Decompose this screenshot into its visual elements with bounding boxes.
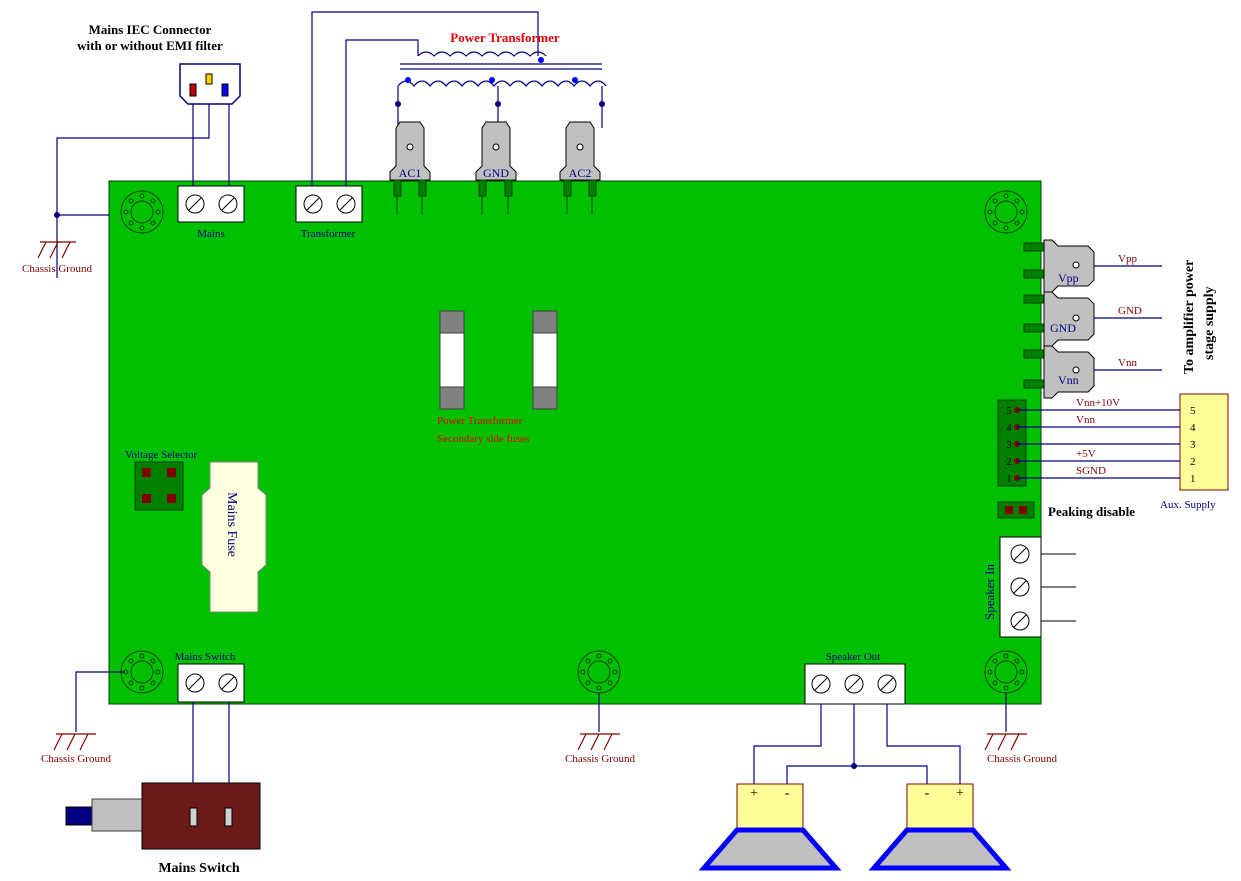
vnn-wire-label: Vnn xyxy=(1118,357,1137,369)
transformer-terminal-label: Transformer xyxy=(301,228,356,240)
chassis-ground-label-tl: Chassis Ground xyxy=(22,263,92,275)
tab-terminal-gnd xyxy=(475,121,517,214)
speaker-left-minus: - xyxy=(785,786,790,801)
speaker-in-wires xyxy=(1041,553,1076,622)
tab-terminal-ac2 xyxy=(559,121,601,214)
phase-dot xyxy=(405,77,411,83)
chassis-ground-icon xyxy=(984,733,1027,751)
mains-fuse-holder xyxy=(201,461,267,613)
aux-pin-label: 2 xyxy=(1006,456,1012,468)
gnd-wire-label: GND xyxy=(1118,305,1142,317)
speaker-out-terminal xyxy=(804,663,906,705)
tab-terminal-vnn xyxy=(1023,345,1095,399)
junction-dot xyxy=(395,101,401,107)
mains-switch-terminal-label: Mains Switch xyxy=(175,651,236,663)
aux-wire-label: Vnn xyxy=(1076,414,1095,426)
speaker-right-plus: + xyxy=(956,786,964,801)
speaker-left-plus: + xyxy=(750,786,758,801)
aux-wire-label: +5V xyxy=(1076,448,1096,460)
secondary-fuse-left xyxy=(439,310,465,410)
phase-dot xyxy=(572,77,578,83)
gnd-tab-label: GND xyxy=(1050,321,1076,335)
mains-switch-terminal xyxy=(177,663,245,703)
iec-wires xyxy=(56,104,230,278)
power-transformer-label: Power Transformer xyxy=(450,30,560,45)
aux-wire-label: Vnn+10V xyxy=(1076,397,1120,409)
transformer-primary-wires xyxy=(311,11,539,186)
vpp-tab-label: Vpp xyxy=(1058,271,1079,285)
vnn-tab-label: Vnn xyxy=(1058,373,1079,387)
chassis-ground-wire xyxy=(75,671,125,732)
mounting-hole-tl xyxy=(120,190,164,234)
chassis-ground-icon xyxy=(37,238,76,259)
chassis-ground-icon xyxy=(53,733,96,751)
iec-title-line1: Mains IEC Connector xyxy=(89,22,212,37)
junction-dot xyxy=(54,212,60,218)
aux-wire-label: SGND xyxy=(1076,465,1106,477)
aux-pin-label: 3 xyxy=(1006,439,1012,451)
gnd-top-label: GND xyxy=(483,166,509,180)
junction-dot xyxy=(851,763,857,769)
aux-conn-pin-label: 4 xyxy=(1190,422,1196,434)
voltage-selector-label: Voltage Selector xyxy=(125,449,198,461)
fuses-label-line1: Power Transformer xyxy=(437,415,523,427)
speaker-in-terminal xyxy=(999,536,1042,638)
peaking-jumper xyxy=(997,501,1035,519)
mains-fuse-label: Mains Fuse xyxy=(224,492,239,557)
aux-conn-pin-label: 1 xyxy=(1190,473,1196,485)
voltage-selector xyxy=(134,461,184,511)
speaker-right xyxy=(868,783,1012,871)
to-amp-label-line1: To amplifier power xyxy=(1182,260,1197,374)
ac2-label: AC2 xyxy=(569,166,592,180)
speaker-in-label: Speaker In xyxy=(982,564,997,620)
aux-supply-label: Aux. Supply xyxy=(1160,499,1216,511)
chassis-ground-label-br: Chassis Ground xyxy=(987,753,1057,765)
peaking-disable-label: Peaking disable xyxy=(1048,504,1135,519)
power-transformer xyxy=(397,51,607,128)
vpp-wire-label: Vpp xyxy=(1118,253,1137,265)
phase-dot xyxy=(538,57,544,63)
to-amp-label-line2: stage supply xyxy=(1202,286,1217,360)
speaker-left xyxy=(698,783,842,871)
speaker-right-minus: - xyxy=(925,786,930,801)
junction-dot xyxy=(495,101,501,107)
phase-dot xyxy=(489,77,495,83)
transformer-terminal xyxy=(295,185,363,223)
chassis-ground-icon xyxy=(577,733,620,751)
aux-header xyxy=(997,399,1027,487)
aux-conn-pin-label: 5 xyxy=(1190,405,1196,417)
tab-terminal-vpp xyxy=(1023,239,1095,293)
mains-switch-title: Mains Switch xyxy=(158,861,240,876)
aux-pin-label: 1 xyxy=(1006,473,1012,485)
fuses-label-line2: Secondary side fuses xyxy=(437,433,529,445)
power-output-wires xyxy=(1094,265,1162,371)
secondary-fuse-right xyxy=(532,310,558,410)
aux-pin-label: 5 xyxy=(1006,405,1012,417)
mains-terminal xyxy=(177,185,245,223)
mains-terminal-label: Mains xyxy=(197,228,225,240)
speaker-out-label: Speaker Out xyxy=(826,651,881,663)
mains-switch xyxy=(65,782,261,850)
aux-conn-pin-label: 3 xyxy=(1190,439,1196,451)
pcb-board xyxy=(108,180,1042,705)
iec-title-line2: with or without EMI filter xyxy=(77,38,223,53)
ac1-label: AC1 xyxy=(399,166,422,180)
chassis-ground-label-bl: Chassis Ground xyxy=(41,753,111,765)
tab-terminal-ac1 xyxy=(389,121,431,214)
aux-supply-connector xyxy=(1179,393,1229,491)
chassis-ground-label-bm: Chassis Ground xyxy=(565,753,635,765)
tab-terminal-gnd-right xyxy=(1023,291,1095,347)
aux-wires xyxy=(1017,409,1180,479)
iec-connector xyxy=(179,63,241,105)
junction-dot xyxy=(599,101,605,107)
mounting-hole-tr xyxy=(984,190,1028,234)
aux-conn-pin-label: 2 xyxy=(1190,456,1196,468)
speaker-out-wires xyxy=(753,704,961,784)
aux-pin-label: 4 xyxy=(1006,422,1012,434)
